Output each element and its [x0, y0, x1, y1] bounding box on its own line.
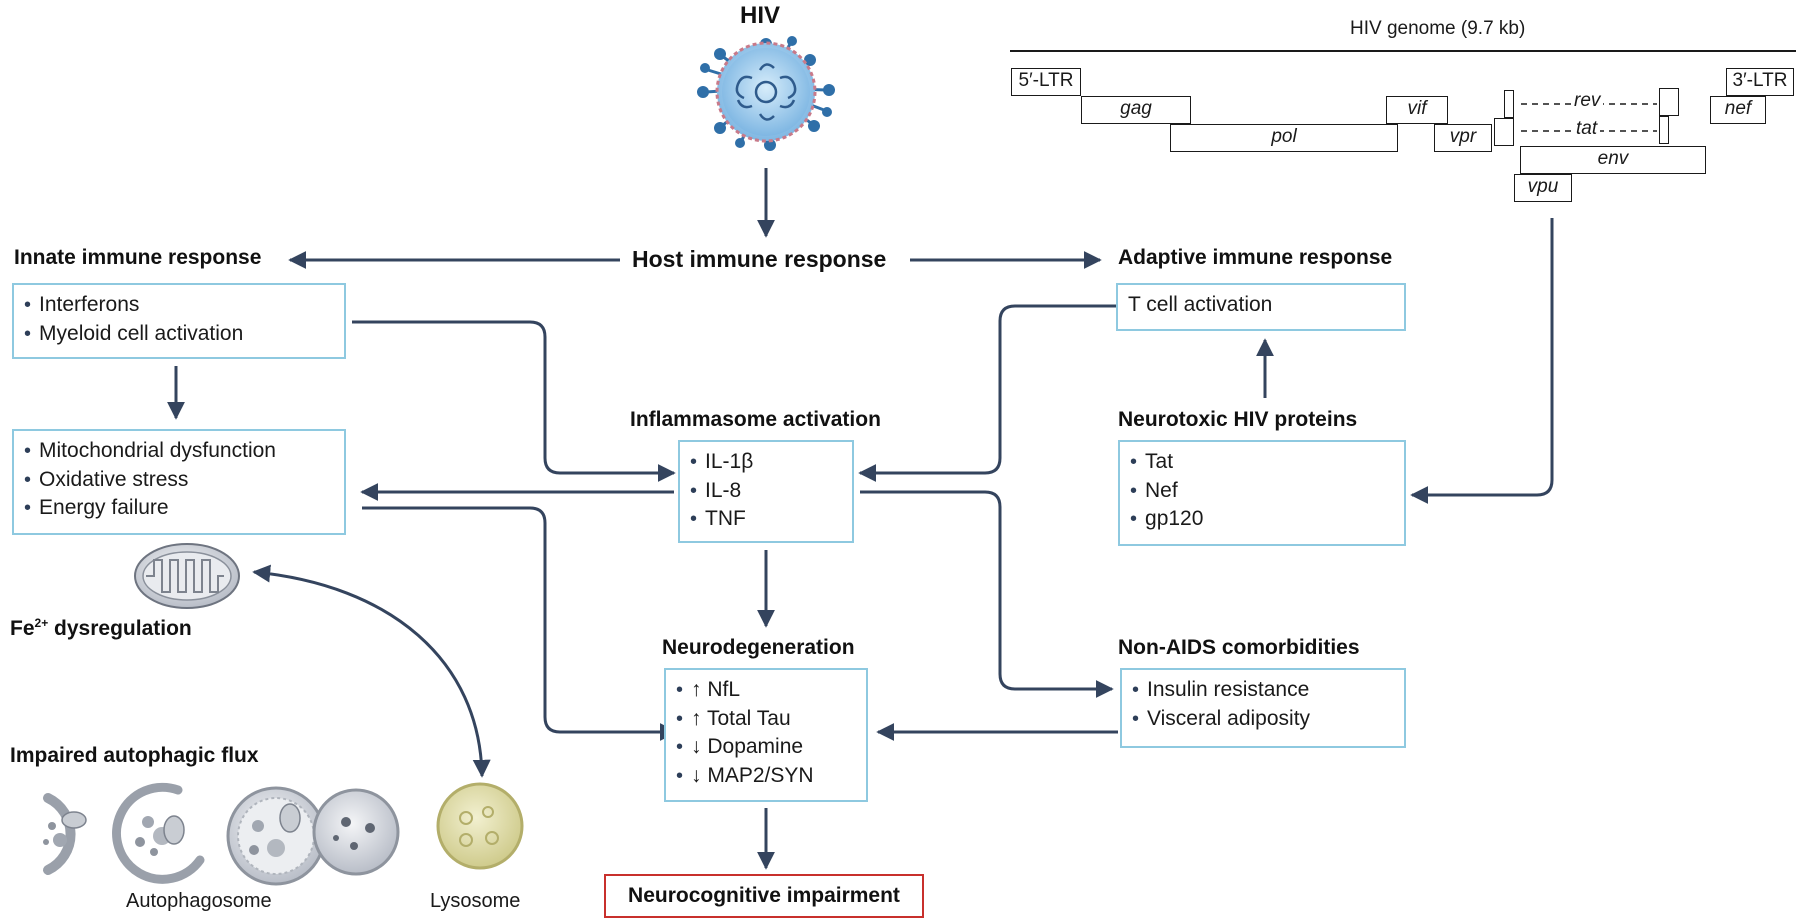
- genome-title: HIV genome (9.7 kb): [1350, 18, 1526, 39]
- host-immune-response: Host immune response: [632, 246, 887, 272]
- fe-rest: dysregulation: [48, 617, 192, 640]
- gene-nef: nef: [1710, 96, 1766, 124]
- arrow-mito-to-neurodeg: [362, 506, 678, 741]
- arrow-mito-lysosome: [252, 564, 491, 778]
- innate-box: Interferons Myeloid cell activation: [12, 283, 346, 359]
- gene-vpu: vpu: [1514, 174, 1572, 202]
- hiv-virion-icon: [697, 36, 835, 151]
- neurodeg-item: ↑ NfL: [676, 676, 856, 705]
- neurotoxic-item: Nef: [1130, 477, 1394, 506]
- fe-base: Fe: [10, 617, 35, 640]
- mitochondrion-icon: [134, 543, 240, 609]
- outcome-label: Neurocognitive impairment: [628, 884, 900, 907]
- comorbid-item: Visceral adiposity: [1132, 705, 1394, 734]
- inflammasome-box: IL-1β IL-8 TNF: [678, 440, 854, 543]
- inflammasome-title: Inflammasome activation: [630, 408, 881, 431]
- gene-ltr3: 3′-LTR: [1726, 68, 1794, 96]
- gene-env: env: [1520, 146, 1706, 174]
- gene-ltr5: 5′-LTR: [1011, 68, 1081, 96]
- adaptive-title: Adaptive immune response: [1118, 246, 1393, 269]
- comorbid-title: Non-AIDS comorbidities: [1118, 636, 1360, 659]
- mito-item: Mitochondrial dysfunction: [24, 437, 334, 466]
- adaptive-item: T cell activation: [1128, 293, 1273, 316]
- gene-pol: pol: [1170, 124, 1398, 152]
- neurotoxic-box: Tat Nef gp120: [1118, 440, 1406, 546]
- inflammasome-item: IL-1β: [690, 448, 842, 477]
- adaptive-box: T cell activation: [1116, 283, 1406, 331]
- autophagosome-label: Autophagosome: [126, 890, 272, 912]
- neurodeg-item: ↓ MAP2/SYN: [676, 762, 856, 791]
- comorbid-item: Insulin resistance: [1132, 676, 1394, 705]
- autophagy-icons: [43, 782, 524, 886]
- fe-dysregulation-label: Fe2+ dysregulation: [10, 616, 192, 641]
- innate-item: Myeloid cell activation: [24, 320, 334, 349]
- neurotoxic-item: gp120: [1130, 505, 1394, 534]
- neurodegeneration-box: ↑ NfL ↑ Total Tau ↓ Dopamine ↓ MAP2/SYN: [664, 668, 868, 802]
- neurodeg-item: ↓ Dopamine: [676, 733, 856, 762]
- arrow-tcell-to-inflammasome: [858, 304, 1116, 482]
- fe-sup: 2+: [34, 616, 49, 630]
- gene-rev-exon2: [1659, 88, 1679, 116]
- neurodegeneration-title: Neurodegeneration: [662, 636, 855, 659]
- arrow-inflammasome-to-comorbid: [860, 490, 1114, 698]
- gene-tat-exon1: [1494, 118, 1514, 146]
- gene-tat: tat: [1573, 118, 1601, 140]
- innate-title: Innate immune response: [14, 246, 262, 269]
- innate-item: Interferons: [24, 291, 334, 320]
- gene-rev-exon1: [1504, 90, 1514, 118]
- lysosome-label: Lysosome: [430, 890, 521, 912]
- comorbid-box: Insulin resistance Visceral adiposity: [1120, 668, 1406, 748]
- gene-vif: vif: [1386, 96, 1448, 124]
- neurotoxic-title: Neurotoxic HIV proteins: [1118, 408, 1358, 431]
- mito-item: Oxidative stress: [24, 466, 334, 495]
- arrow-innate-to-inflammasome: [352, 320, 676, 482]
- mito-item: Energy failure: [24, 494, 334, 523]
- gene-gag: gag: [1081, 96, 1191, 124]
- neurotoxic-item: Tat: [1130, 448, 1394, 477]
- inflammasome-item: IL-8: [690, 477, 842, 506]
- neurocognitive-impairment-box: Neurocognitive impairment: [604, 874, 924, 918]
- gene-vpr: vpr: [1434, 124, 1492, 152]
- gene-tat-exon2: [1659, 116, 1669, 144]
- inflammasome-item: TNF: [690, 505, 842, 534]
- autophagy-title: Impaired autophagic flux: [10, 744, 259, 767]
- hiv-label: HIV: [740, 2, 781, 29]
- arrow-genome-to-neurotoxic: [1410, 218, 1554, 504]
- neurodeg-item: ↑ Total Tau: [676, 705, 856, 734]
- mito-box: Mitochondrial dysfunction Oxidative stre…: [12, 429, 346, 535]
- gene-rev: rev: [1571, 90, 1604, 112]
